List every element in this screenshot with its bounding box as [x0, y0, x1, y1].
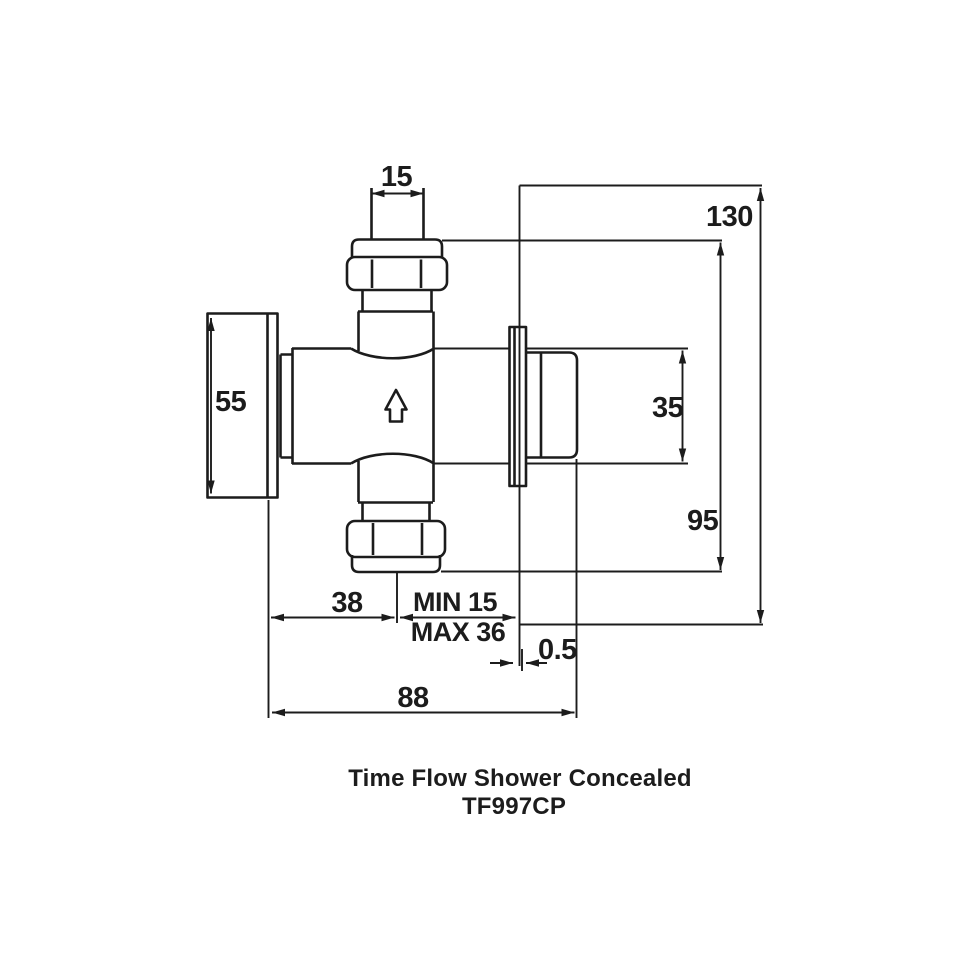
extension-lines: [267, 184, 763, 718]
inlet-pipe: [370, 188, 425, 239]
product-title: Time Flow Shower Concealed: [348, 765, 692, 792]
valve-body: [291, 311, 435, 502]
cartridge: [526, 351, 579, 459]
dim-label-plate-clearance: 0.5: [538, 634, 577, 666]
dim-label-plate-to-pipe-centre: 38: [331, 587, 363, 619]
dim-label-overall-depth: 88: [397, 682, 429, 714]
backplate-adapter: [279, 353, 292, 459]
bottom-hex-nut-facets: [371, 523, 424, 555]
dim-label-backplate-height: 55: [215, 386, 247, 418]
dim-label-wall-depth-max: MAX 36: [411, 617, 506, 647]
concealed-assembly: [508, 185, 579, 666]
flow-direction-arrow-icon: [384, 388, 408, 423]
bottom-compression-cap: [350, 555, 442, 574]
product-model: TF997CP: [462, 793, 566, 820]
top-reducer: [358, 290, 433, 313]
bottom-outlet-assembly: [345, 461, 447, 574]
caption: Time Flow Shower Concealed TF997CP: [348, 765, 692, 820]
body-outline: [291, 311, 435, 502]
top-hex-nut: [345, 255, 449, 292]
bottom-reducer: [361, 502, 431, 522]
bottom-hex-nut: [345, 519, 447, 559]
top-inlet-assembly: [345, 188, 449, 351]
top-compression-cap: [350, 238, 444, 259]
valve-assembly: [206, 185, 579, 666]
dimension-labels: 15 130 55 35 95 38 MIN 15 MAX 36 0.5 88: [215, 161, 753, 714]
dim-label-cartridge-height: 35: [652, 392, 684, 424]
dim-label-valve-height: 95: [687, 505, 719, 537]
dim-label-wall-depth-min: MIN 15: [413, 587, 498, 617]
dimension-lines: [207, 188, 765, 717]
bottom-branch-left-edge: [357, 461, 433, 504]
dim-label-inlet-pipe: 15: [381, 161, 413, 193]
wall-washer-plate: [508, 325, 528, 488]
dim-label-overall-height: 130: [706, 201, 753, 233]
top-hex-nut-facets: [370, 259, 423, 288]
